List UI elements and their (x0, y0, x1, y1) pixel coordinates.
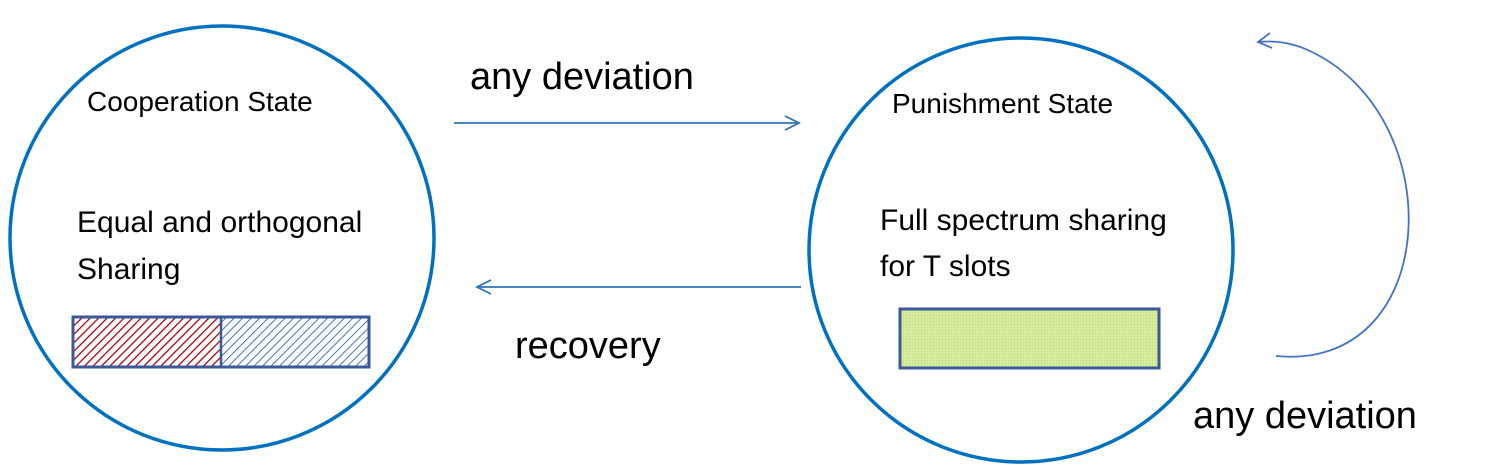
cooperation-state-circle (8, 24, 436, 452)
cooperation-state-description-line2: Sharing (77, 253, 180, 286)
self-loop-arrowhead (1256, 32, 1273, 49)
punishment-state-description-line2: for T slots (880, 250, 1011, 283)
deviation-arrowhead (784, 115, 802, 131)
recovery-arrowhead (474, 279, 492, 295)
orthogonal-sharing-bar (71, 315, 371, 369)
recovery-transition: recovery (474, 279, 801, 367)
cooperation-state-description-line1: Equal and orthogonal (77, 206, 362, 239)
user1-hatched-segment (73, 317, 221, 367)
recovery-label: recovery (515, 325, 661, 367)
self-loop-label: any deviation (1193, 395, 1417, 437)
punishment-state-title: Punishment State (892, 88, 1113, 119)
cooperation-state-title: Cooperation State (87, 86, 313, 117)
self-loop-arc (1257, 40, 1410, 358)
punishment-state-node: Punishment State Full spectrum sharing f… (807, 36, 1235, 464)
user2-hatched-segment (221, 317, 369, 367)
cooperation-state-node: Cooperation State Equal and orthogonal S… (8, 24, 436, 452)
deviation-transition: any deviation (454, 56, 802, 131)
self-loop-transition: any deviation (1193, 32, 1417, 437)
punishment-state-circle (807, 36, 1235, 464)
full-spectrum-sharing-bar (898, 307, 1161, 370)
punishment-state-description-line1: Full spectrum sharing (880, 204, 1167, 237)
deviation-label: any deviation (470, 56, 694, 98)
